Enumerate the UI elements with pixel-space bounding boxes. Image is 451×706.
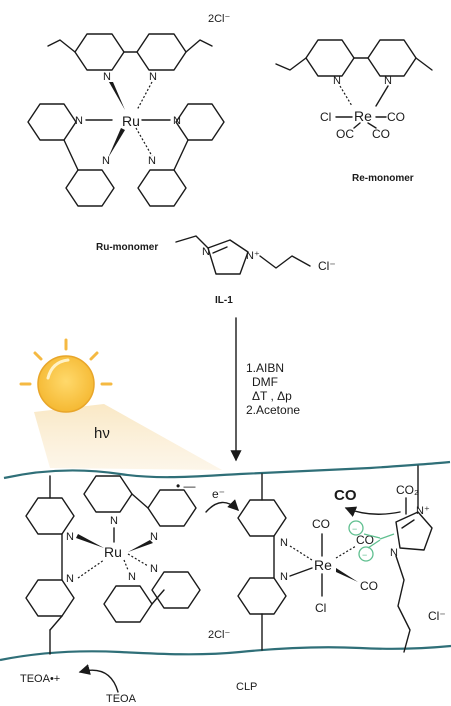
n-atom: N bbox=[66, 573, 74, 585]
n-atom: N bbox=[66, 531, 74, 543]
radical-anion-label: • — bbox=[176, 479, 196, 493]
n-atom: N bbox=[103, 71, 111, 83]
il1-structure: N N⁺ Cl⁻ IL-1 bbox=[175, 235, 336, 306]
sun-icon bbox=[19, 338, 113, 413]
ru-center: Ru bbox=[122, 113, 140, 129]
co-ligand: CO bbox=[372, 127, 390, 141]
n-atom: N bbox=[148, 155, 156, 167]
imidazolium-carboxylate: N⁺ N − − Cl⁻ bbox=[348, 465, 446, 653]
n-atom: N bbox=[110, 515, 118, 527]
svg-text:−: − bbox=[352, 524, 357, 534]
n-atom: N bbox=[102, 155, 110, 167]
co2-label: CO₂ bbox=[396, 483, 419, 497]
co-ligand: CO bbox=[387, 110, 405, 124]
polymer-strand-top bbox=[3, 460, 451, 480]
n-atom: N bbox=[280, 537, 288, 549]
n-plus-atom: N⁺ bbox=[416, 505, 430, 517]
polymer-strand-bottom bbox=[0, 644, 451, 662]
light-beam bbox=[34, 404, 222, 470]
oc-ligand: OC bbox=[336, 127, 354, 141]
condition-line-3: ΔT , Δp bbox=[252, 389, 292, 403]
electron-transfer-arrow bbox=[205, 499, 239, 513]
ru-monomer-label: Ru-monomer bbox=[96, 242, 158, 253]
n-atom: N bbox=[128, 571, 136, 583]
cl-counterion-il: Cl⁻ bbox=[318, 259, 336, 273]
ru-complex-polymer: N N Ru N N N N 2Cl⁻ bbox=[25, 475, 231, 655]
co-product-label: CO bbox=[334, 487, 357, 504]
re-monomer-label: Re-monomer bbox=[352, 173, 414, 184]
counterion-2cl-bottom: 2Cl⁻ bbox=[208, 629, 231, 641]
ru-monomer-structure: 2Cl⁻ N N Ru N N N N Ru-monomer bbox=[27, 13, 231, 253]
ru-center-polymer: Ru bbox=[104, 544, 122, 560]
teoa-radical-label: TEOA•+ bbox=[20, 673, 60, 685]
ring-ru-upper-left bbox=[74, 33, 125, 71]
ring-ru-upper-right bbox=[136, 33, 187, 71]
clp-label: CLP bbox=[236, 681, 257, 693]
co-ligand: CO bbox=[312, 517, 330, 531]
condition-line-4: 2.Acetone bbox=[246, 403, 300, 417]
re-monomer-structure: N N Re Cl CO OC CO Re-monomer bbox=[275, 39, 433, 184]
n-atom: N bbox=[150, 563, 158, 575]
cl-counterion-bottom: Cl⁻ bbox=[428, 609, 446, 623]
teoa-label: TEOA bbox=[106, 693, 137, 705]
n-atom: N bbox=[384, 75, 392, 87]
svg-text:−: − bbox=[362, 550, 367, 560]
co-ligand: CO bbox=[360, 579, 378, 593]
cl-ligand-polymer: Cl bbox=[315, 601, 326, 615]
re-center: Re bbox=[354, 108, 372, 124]
cl-ligand: Cl bbox=[320, 110, 331, 124]
il1-label: IL-1 bbox=[215, 295, 233, 306]
counterion-2cl-top: 2Cl⁻ bbox=[208, 13, 231, 25]
condition-line-1: 1.AIBN bbox=[246, 361, 284, 375]
n-atom: N bbox=[390, 547, 398, 559]
co-ligand: CO bbox=[356, 533, 374, 547]
n-atom: N bbox=[280, 571, 288, 583]
re-center-polymer: Re bbox=[314, 557, 332, 573]
re-complex-polymer: N N Re CO CO CO Cl bbox=[237, 473, 378, 651]
reaction-arrow: 1.AIBN DMF ΔT , Δp 2.Acetone bbox=[230, 317, 300, 462]
n-atom: N bbox=[150, 531, 158, 543]
condition-line-2: DMF bbox=[252, 375, 278, 389]
photon-label: hν bbox=[94, 425, 110, 442]
n-atom: N bbox=[333, 75, 341, 87]
n-atom: N bbox=[149, 71, 157, 83]
n-plus-atom: N⁺ bbox=[246, 250, 260, 262]
electron-label: e⁻ bbox=[212, 487, 225, 501]
teoa-oxidation-arrow bbox=[78, 664, 119, 693]
n-atom: N bbox=[75, 115, 83, 127]
n-atom: N bbox=[202, 246, 210, 258]
co2-reduction-arrow bbox=[344, 506, 401, 517]
